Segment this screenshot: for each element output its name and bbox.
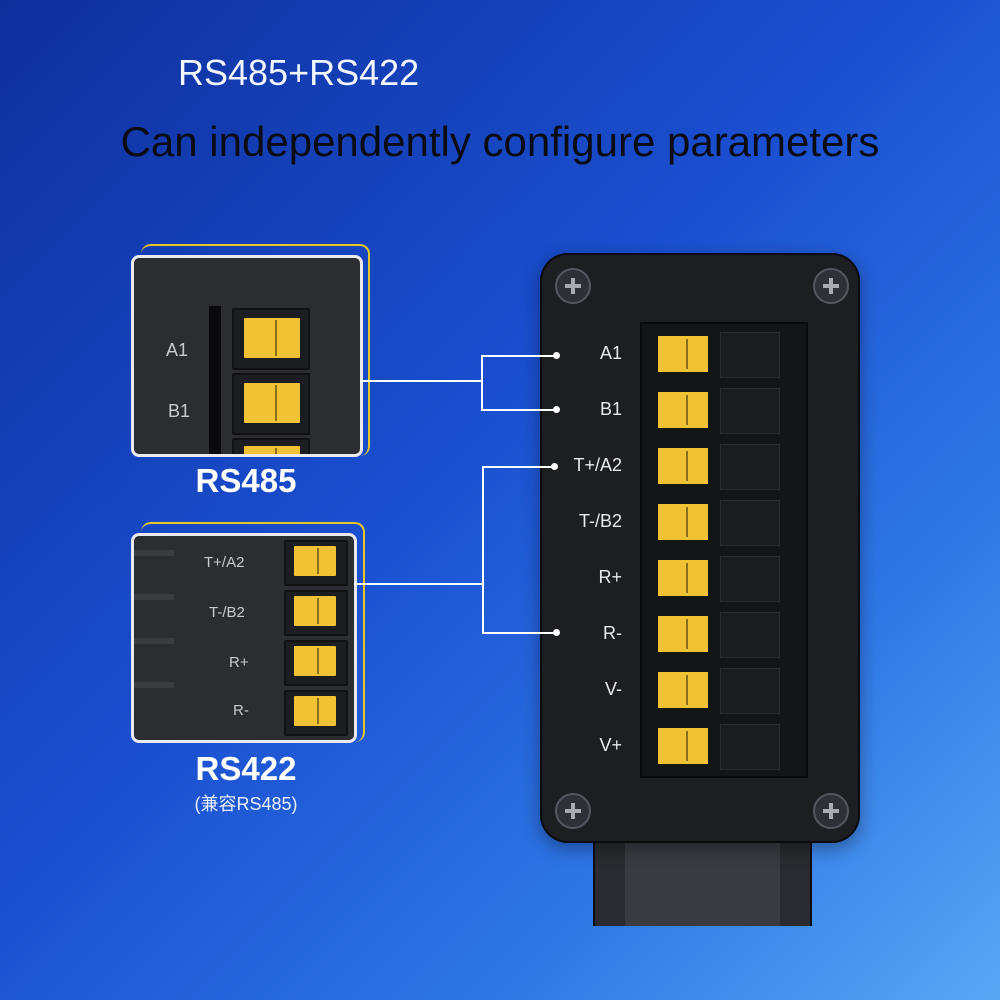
terminal-vminus	[658, 672, 708, 708]
connector-line	[481, 409, 557, 411]
connector-line	[481, 355, 483, 411]
pin-label-vminus: V-	[604, 679, 622, 699]
connector-dot	[553, 629, 560, 636]
pin-label-b1: B1	[599, 399, 622, 419]
terminal-rminus	[658, 616, 708, 652]
rs422-compat-note: (兼容RS485)	[194, 794, 298, 814]
rs485-label-a1: A1	[166, 340, 189, 360]
pin-label-rplus: R+	[598, 567, 622, 587]
connector-line	[482, 466, 484, 634]
rs422-terminal-tminus	[294, 596, 336, 626]
rs422-panel-accent	[141, 522, 365, 742]
terminal-slot	[720, 444, 780, 490]
rs422-zoom-panel: T+/A2 T-/B2 R+ R-	[131, 533, 357, 743]
terminal-slot	[720, 388, 780, 434]
page-title: RS485+RS422	[178, 52, 420, 93]
pin-label-rminus: R-	[603, 623, 622, 643]
connector-dot	[553, 406, 560, 413]
rs422-terminal-rminus	[294, 696, 336, 726]
rs422-label-rminus: R-	[233, 702, 249, 719]
pin-label-tminus-b2: T-/B2	[578, 511, 622, 531]
rs485-panel-accent	[141, 244, 370, 456]
screw-icon	[813, 793, 849, 829]
rs485-label-b1: B1	[168, 401, 191, 421]
panel-stripe	[134, 594, 174, 600]
rs485-terminal-a1	[244, 318, 300, 358]
rs422-terminal-tplus	[294, 546, 336, 576]
rs485-terminal-b1	[244, 383, 300, 423]
screw-icon	[555, 268, 591, 304]
screw-icon	[555, 793, 591, 829]
terminal-slot	[720, 612, 780, 658]
pin-label-tplus-a2: T+/A2	[573, 455, 622, 475]
terminal-block	[640, 322, 808, 778]
device-connector-neck	[593, 838, 812, 926]
connector-dot	[553, 352, 560, 359]
panel-stripe	[134, 682, 174, 688]
connector-line	[481, 355, 557, 357]
connector-line	[354, 583, 484, 585]
terminal-slot	[720, 556, 780, 602]
terminal-slot	[720, 724, 780, 770]
terminal-tplus-a2	[658, 448, 708, 484]
terminal-slot	[720, 668, 780, 714]
rs422-label-tminus: T-/B2	[209, 604, 245, 621]
rs422-terminal-rplus	[294, 646, 336, 676]
terminal-slot	[720, 332, 780, 378]
panel-divider	[209, 306, 221, 454]
rs485-zoom-panel: A1 B1	[131, 255, 363, 457]
rs485-terminal-partial	[244, 446, 300, 454]
page-subtitle: Can independently configure parameters	[120, 118, 880, 165]
rs422-label-rplus: R+	[229, 654, 249, 671]
pin-label-a1: A1	[599, 343, 622, 363]
terminal-rplus	[658, 560, 708, 596]
rs422-label-tplus: T+/A2	[204, 554, 245, 571]
connector-line	[482, 632, 556, 634]
rs485-caption: RS485	[195, 462, 297, 499]
terminal-slot	[720, 500, 780, 546]
pin-label-vplus: V+	[599, 735, 622, 755]
terminal-tminus-b2	[658, 504, 708, 540]
connector-dot	[551, 463, 558, 470]
terminal-b1	[658, 392, 708, 428]
panel-stripe	[134, 638, 174, 644]
terminal-vplus	[658, 728, 708, 764]
panel-stripe	[134, 550, 174, 556]
connector-line	[360, 380, 482, 382]
connector-line	[482, 466, 552, 468]
screw-icon	[813, 268, 849, 304]
rs422-caption: RS422	[195, 750, 297, 787]
terminal-a1	[658, 336, 708, 372]
